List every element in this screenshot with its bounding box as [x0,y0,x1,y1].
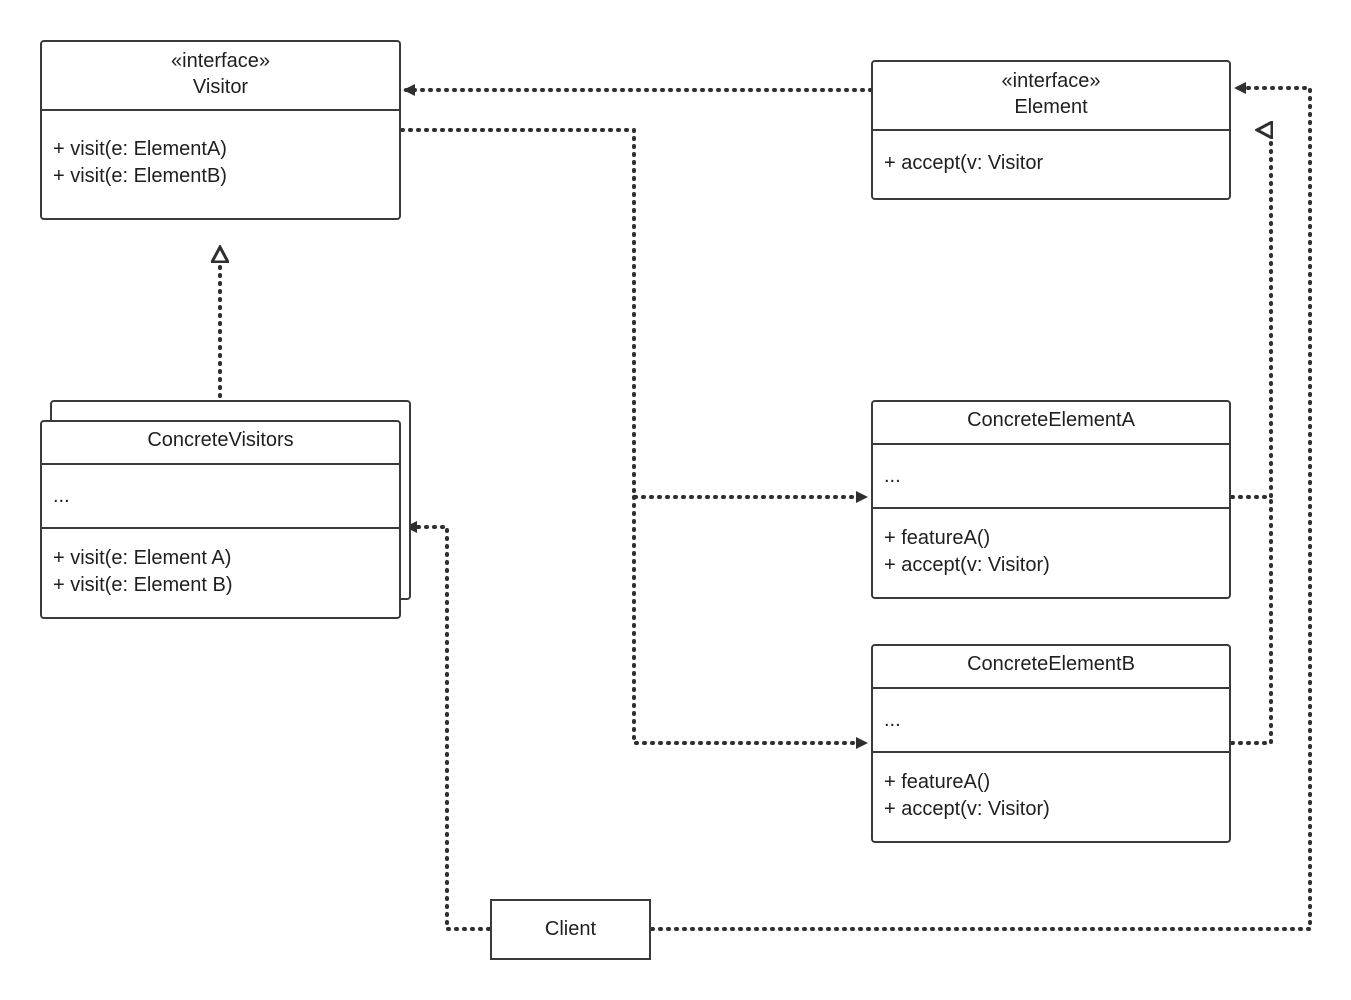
concrete-visitors-methods: + visit(e: Element A) + visit(e: Element… [42,545,399,599]
concrete-element-a-header: ConcreteElementA [873,407,1229,437]
concrete-visitors-box[interactable]: ConcreteVisitors ... + visit(e: Element … [40,420,401,619]
visitor-header: «interface» Visitor [42,48,399,106]
visitor-interface-box[interactable]: «interface» Visitor + visit(e: ElementA)… [40,40,401,220]
element-header: «interface» Element [873,68,1229,126]
visitor-to-concrete-element-b-dependency [632,495,869,749]
client-to-concrete-visitors-dependency [404,521,491,931]
concrete-element-b-header: ConcreteElementB [873,651,1229,681]
concrete-visitors-method: + visit(e: Element B) [53,574,233,596]
concrete-element-b-method: + featureA() [884,771,991,793]
element-name: Element [1014,96,1088,118]
concrete-element-b-method: + accept(v: Visitor) [884,798,1050,820]
concrete-visitors-divider-top [42,463,399,465]
concrete-visitors-name: ConcreteVisitors [147,429,294,451]
concrete-element-a-realization [1230,130,1273,499]
visitor-method: + visit(e: ElementB) [53,165,227,187]
visitor-methods: + visit(e: ElementA) + visit(e: ElementB… [42,136,399,190]
client-to-element-dependency [650,82,1312,931]
concrete-element-a-box[interactable]: ConcreteElementA ... + featureA() + acce… [871,400,1231,599]
element-methods: + accept(v: Visitor [873,150,1229,177]
concrete-element-a-methods: + featureA() + accept(v: Visitor) [873,525,1229,579]
concrete-element-b-divider-top [873,687,1229,689]
concrete-element-a-field: ... [884,465,901,487]
concrete-element-b-box[interactable]: ConcreteElementB ... + featureA() + acce… [871,644,1231,843]
concrete-element-a-name: ConcreteElementA [967,409,1135,431]
concrete-element-b-divider-bottom [873,751,1229,753]
concrete-element-b-methods: + featureA() + accept(v: Visitor) [873,769,1229,823]
concrete-element-a-fields: ... [873,463,1229,490]
client-box[interactable]: Client [490,899,651,960]
client-name: Client [544,918,597,940]
concrete-element-b-realization [1230,495,1273,745]
element-method: + accept(v: Visitor [884,152,1044,174]
element-stereotype: «interface» [1001,70,1101,92]
concrete-visitors-method: + visit(e: Element A) [53,547,232,569]
visitor-method: + visit(e: ElementA) [53,138,227,160]
concrete-element-a-method: + accept(v: Visitor) [884,554,1050,576]
concrete-element-a-divider-bottom [873,507,1229,509]
visitor-stereotype: «interface» [171,50,270,72]
concrete-element-b-field: ... [884,709,901,731]
concrete-element-a-divider-top [873,443,1229,445]
concrete-visitors-fields: ... [42,483,399,510]
visitor-to-concrete-element-a-dependency [400,128,869,503]
concrete-visitors-divider-bottom [42,527,399,529]
element-divider [873,129,1229,131]
visitor-name: Visitor [192,76,249,98]
concrete-element-b-fields: ... [873,707,1229,734]
element-interface-box[interactable]: «interface» Element + accept(v: Visitor [871,60,1231,200]
concrete-element-b-name: ConcreteElementB [967,653,1135,675]
concrete-element-a-method: + featureA() [884,527,991,549]
visitor-divider [42,109,399,111]
concrete-visitors-header: ConcreteVisitors [42,427,399,457]
concrete-visitors-field: ... [53,485,70,507]
